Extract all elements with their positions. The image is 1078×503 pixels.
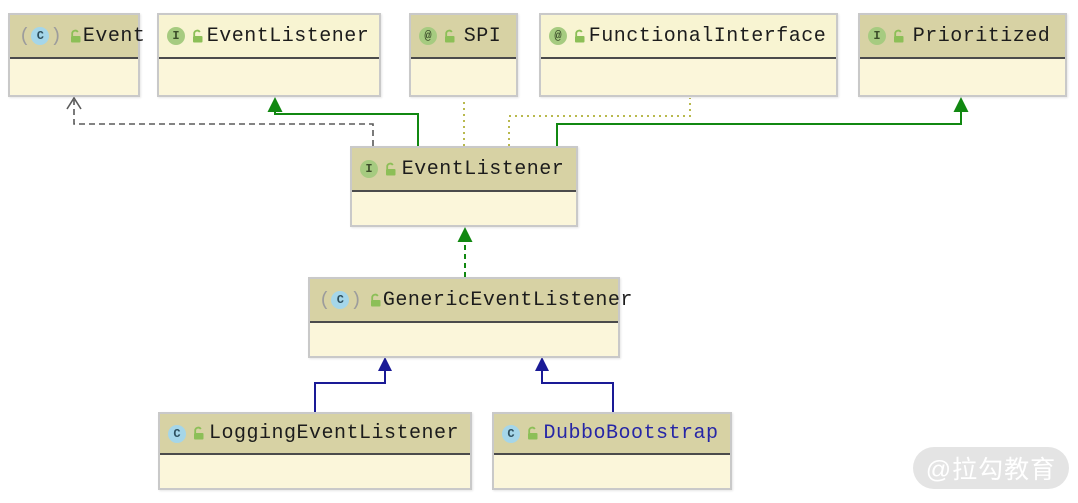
- triangle-arrowhead-eventlistener: [267, 97, 283, 112]
- unlocked-icon: [894, 29, 904, 42]
- triangle-arrowhead-prioritized: [953, 97, 969, 112]
- node-header: ( C ) Event: [10, 15, 145, 59]
- class-icon: C: [502, 424, 520, 443]
- node-fields-section: [159, 59, 379, 95]
- edge-dependency-event: [73, 100, 374, 146]
- node-label: DubboBootstrap: [543, 422, 719, 445]
- node-label: Prioritized: [912, 24, 1051, 48]
- triangle-arrowhead-dubbo: [535, 357, 549, 371]
- edge-extends-logging: [314, 370, 386, 412]
- interface-icon: I: [360, 160, 378, 178]
- unlocked-icon: [70, 29, 81, 42]
- interface-node-eventlistener[interactable]: I EventListener: [350, 146, 578, 227]
- annotation-node-functionalinterface[interactable]: @ FunctionalInterface: [539, 13, 838, 97]
- node-label: Event: [82, 24, 146, 48]
- class-node-loggingeventlistener[interactable]: C LoggingEventListener: [158, 412, 472, 490]
- node-label: FunctionalInterface: [588, 24, 827, 48]
- node-fields-section: [494, 455, 730, 488]
- node-label: EventListener: [401, 157, 565, 181]
- node-header: I EventListener: [159, 15, 379, 59]
- node-label: EventListener: [206, 24, 370, 48]
- class-node-dubbobootstrap[interactable]: C DubboBootstrap: [492, 412, 732, 490]
- class-icon: C: [168, 424, 186, 443]
- node-header: C LoggingEventListener: [160, 414, 470, 455]
- unlocked-icon: [194, 426, 204, 440]
- node-header: I EventListener: [352, 148, 576, 192]
- watermark-text: @拉勾教育: [925, 456, 1057, 484]
- edge-annotation-functionalinterface: [508, 98, 691, 146]
- interface-icon: I: [167, 27, 185, 45]
- node-fields-section: [411, 59, 516, 95]
- unlocked-icon: [370, 293, 381, 306]
- node-header: @ FunctionalInterface: [541, 15, 836, 59]
- triangle-arrowhead-implements: [457, 227, 473, 242]
- open-arrowhead-event: [66, 96, 82, 110]
- triangle-arrowhead-logging: [378, 357, 392, 371]
- unlocked-icon: [575, 29, 585, 42]
- class-node-genericeventlistener[interactable]: ( C ) GenericEventListener: [308, 277, 632, 358]
- node-fields-section: [10, 59, 138, 95]
- node-label: GenericEventListener: [382, 288, 633, 312]
- decorator-paren-open: (: [319, 288, 331, 311]
- node-fields-section: [860, 59, 1065, 95]
- watermark-badge: @拉勾教育: [913, 447, 1069, 489]
- node-fields-section: [310, 323, 618, 356]
- node-label: SPI: [463, 24, 502, 48]
- decorator-paren-close: ): [50, 24, 62, 47]
- node-header: I Prioritized: [860, 15, 1065, 59]
- unlocked-icon: [528, 426, 538, 440]
- interface-icon: I: [868, 27, 886, 45]
- annotation-node-spi[interactable]: @ SPI: [409, 13, 518, 97]
- node-header: ( C ) GenericEventListener: [310, 279, 632, 323]
- node-fields-section: [352, 192, 576, 225]
- node-fields-section: [160, 455, 470, 488]
- decorator-paren-open: (: [19, 24, 31, 47]
- edge-extends-dubbo: [541, 370, 614, 412]
- node-label: LoggingEventListener: [208, 422, 460, 445]
- annotation-icon: @: [419, 27, 437, 45]
- class-node-event[interactable]: ( C ) Event: [8, 13, 145, 97]
- interface-node-prioritized[interactable]: I Prioritized: [858, 13, 1067, 97]
- node-header: @ SPI: [411, 15, 516, 59]
- annotation-icon: @: [549, 27, 567, 45]
- unlocked-icon: [445, 29, 455, 42]
- class-icon: C: [31, 27, 50, 45]
- unlocked-icon: [193, 29, 203, 42]
- interface-node-eventlistener-external[interactable]: I EventListener: [157, 13, 381, 97]
- edge-extends-eventlistener: [274, 111, 419, 146]
- class-icon: C: [331, 291, 350, 309]
- node-header: C DubboBootstrap: [494, 414, 730, 455]
- decorator-paren-close: ): [350, 288, 362, 311]
- edge-extends-prioritized: [556, 111, 962, 146]
- unlocked-icon: [386, 162, 396, 175]
- node-fields-section: [541, 59, 836, 95]
